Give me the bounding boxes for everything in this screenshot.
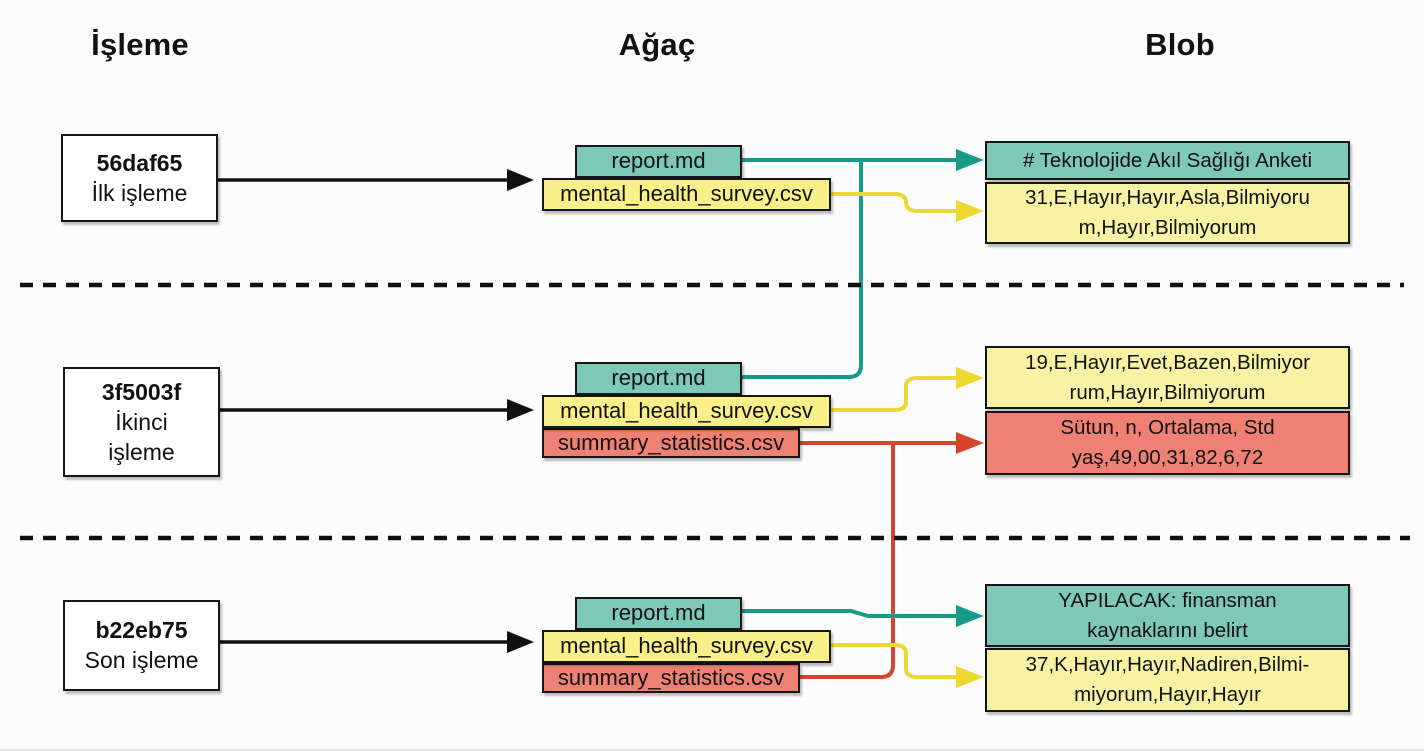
tree3-file-summary: summary_statistics.csv bbox=[542, 663, 800, 693]
commit-1-hash: 56daf65 bbox=[96, 149, 183, 176]
arrowhead-teal-blob3 bbox=[956, 605, 984, 627]
tree2-file-summary: summary_statistics.csv bbox=[542, 428, 800, 458]
edge-tree3-summary-to-blob2-summary bbox=[800, 443, 895, 679]
edge-tree3-report-to-blob3-report bbox=[742, 609, 956, 618]
edge-tree3-survey-to-blob3-survey bbox=[831, 643, 956, 679]
arrowhead-yellow-blob3 bbox=[956, 666, 984, 688]
commit-node-1: 56daf65 İlk işleme bbox=[61, 134, 218, 222]
commit-3-hash: b22eb75 bbox=[95, 617, 188, 644]
edge-tree2-survey-to-blob2-survey bbox=[831, 376, 956, 412]
arrowhead-yellow-blob2 bbox=[956, 367, 984, 389]
commit-2-label: İkinci işleme bbox=[108, 408, 175, 465]
blob3-report-content: YAPILACAK: finansman kaynaklarını belirt bbox=[985, 584, 1350, 647]
column-header-blob: Blob bbox=[1145, 27, 1215, 62]
arrowhead-red-blob2 bbox=[956, 432, 984, 454]
commit-node-3: b22eb75 Son işleme bbox=[63, 600, 220, 691]
tree3-file-survey: mental_health_survey.csv bbox=[542, 630, 831, 663]
commit-1-label: İlk işleme bbox=[91, 179, 188, 206]
commit-2-hash: 3f5003f bbox=[101, 378, 182, 405]
edge-tree2-report-to-blob1-report bbox=[742, 160, 863, 379]
arrowhead-yellow-blob1 bbox=[956, 200, 984, 222]
tree1-file-survey: mental_health_survey.csv bbox=[542, 178, 831, 211]
blob3-survey-content: 37,K,Hayır,Hayır,Nadiren,Bilmi- miyorum,… bbox=[985, 648, 1350, 712]
arrowhead-teal-blob1 bbox=[956, 149, 984, 171]
blob2-survey-content: 19,E,Hayır,Evet,Bazen,Bilmiyor rum,Hayır… bbox=[985, 346, 1350, 409]
commit-node-2: 3f5003f İkinci işleme bbox=[63, 367, 220, 477]
blob1-survey-content: 31,E,Hayır,Hayır,Asla,Bilmiyoru m,Hayır,… bbox=[985, 182, 1350, 244]
column-header-tree: Ağaç bbox=[618, 27, 696, 62]
arrowhead-commit1 bbox=[507, 169, 534, 191]
blob2-summary-content: Sütun, n, Ortalama, Std yaş,49,00,31,82,… bbox=[985, 411, 1350, 475]
tree2-file-survey: mental_health_survey.csv bbox=[542, 395, 831, 428]
blob1-report-content: # Teknolojide Akıl Sağlığı Anketi bbox=[985, 141, 1350, 180]
tree1-file-report: report.md bbox=[575, 145, 742, 178]
tree2-file-report: report.md bbox=[575, 362, 742, 395]
arrowhead-commit2 bbox=[507, 399, 534, 421]
window-bottom-edge bbox=[0, 749, 1424, 751]
column-header-commit: İşleme bbox=[91, 27, 189, 62]
tree3-file-report: report.md bbox=[575, 597, 742, 630]
arrowhead-commit3 bbox=[507, 631, 534, 653]
edge-tree1-survey-to-blob1-survey bbox=[831, 192, 956, 213]
commit-3-label: Son işleme bbox=[84, 647, 199, 674]
